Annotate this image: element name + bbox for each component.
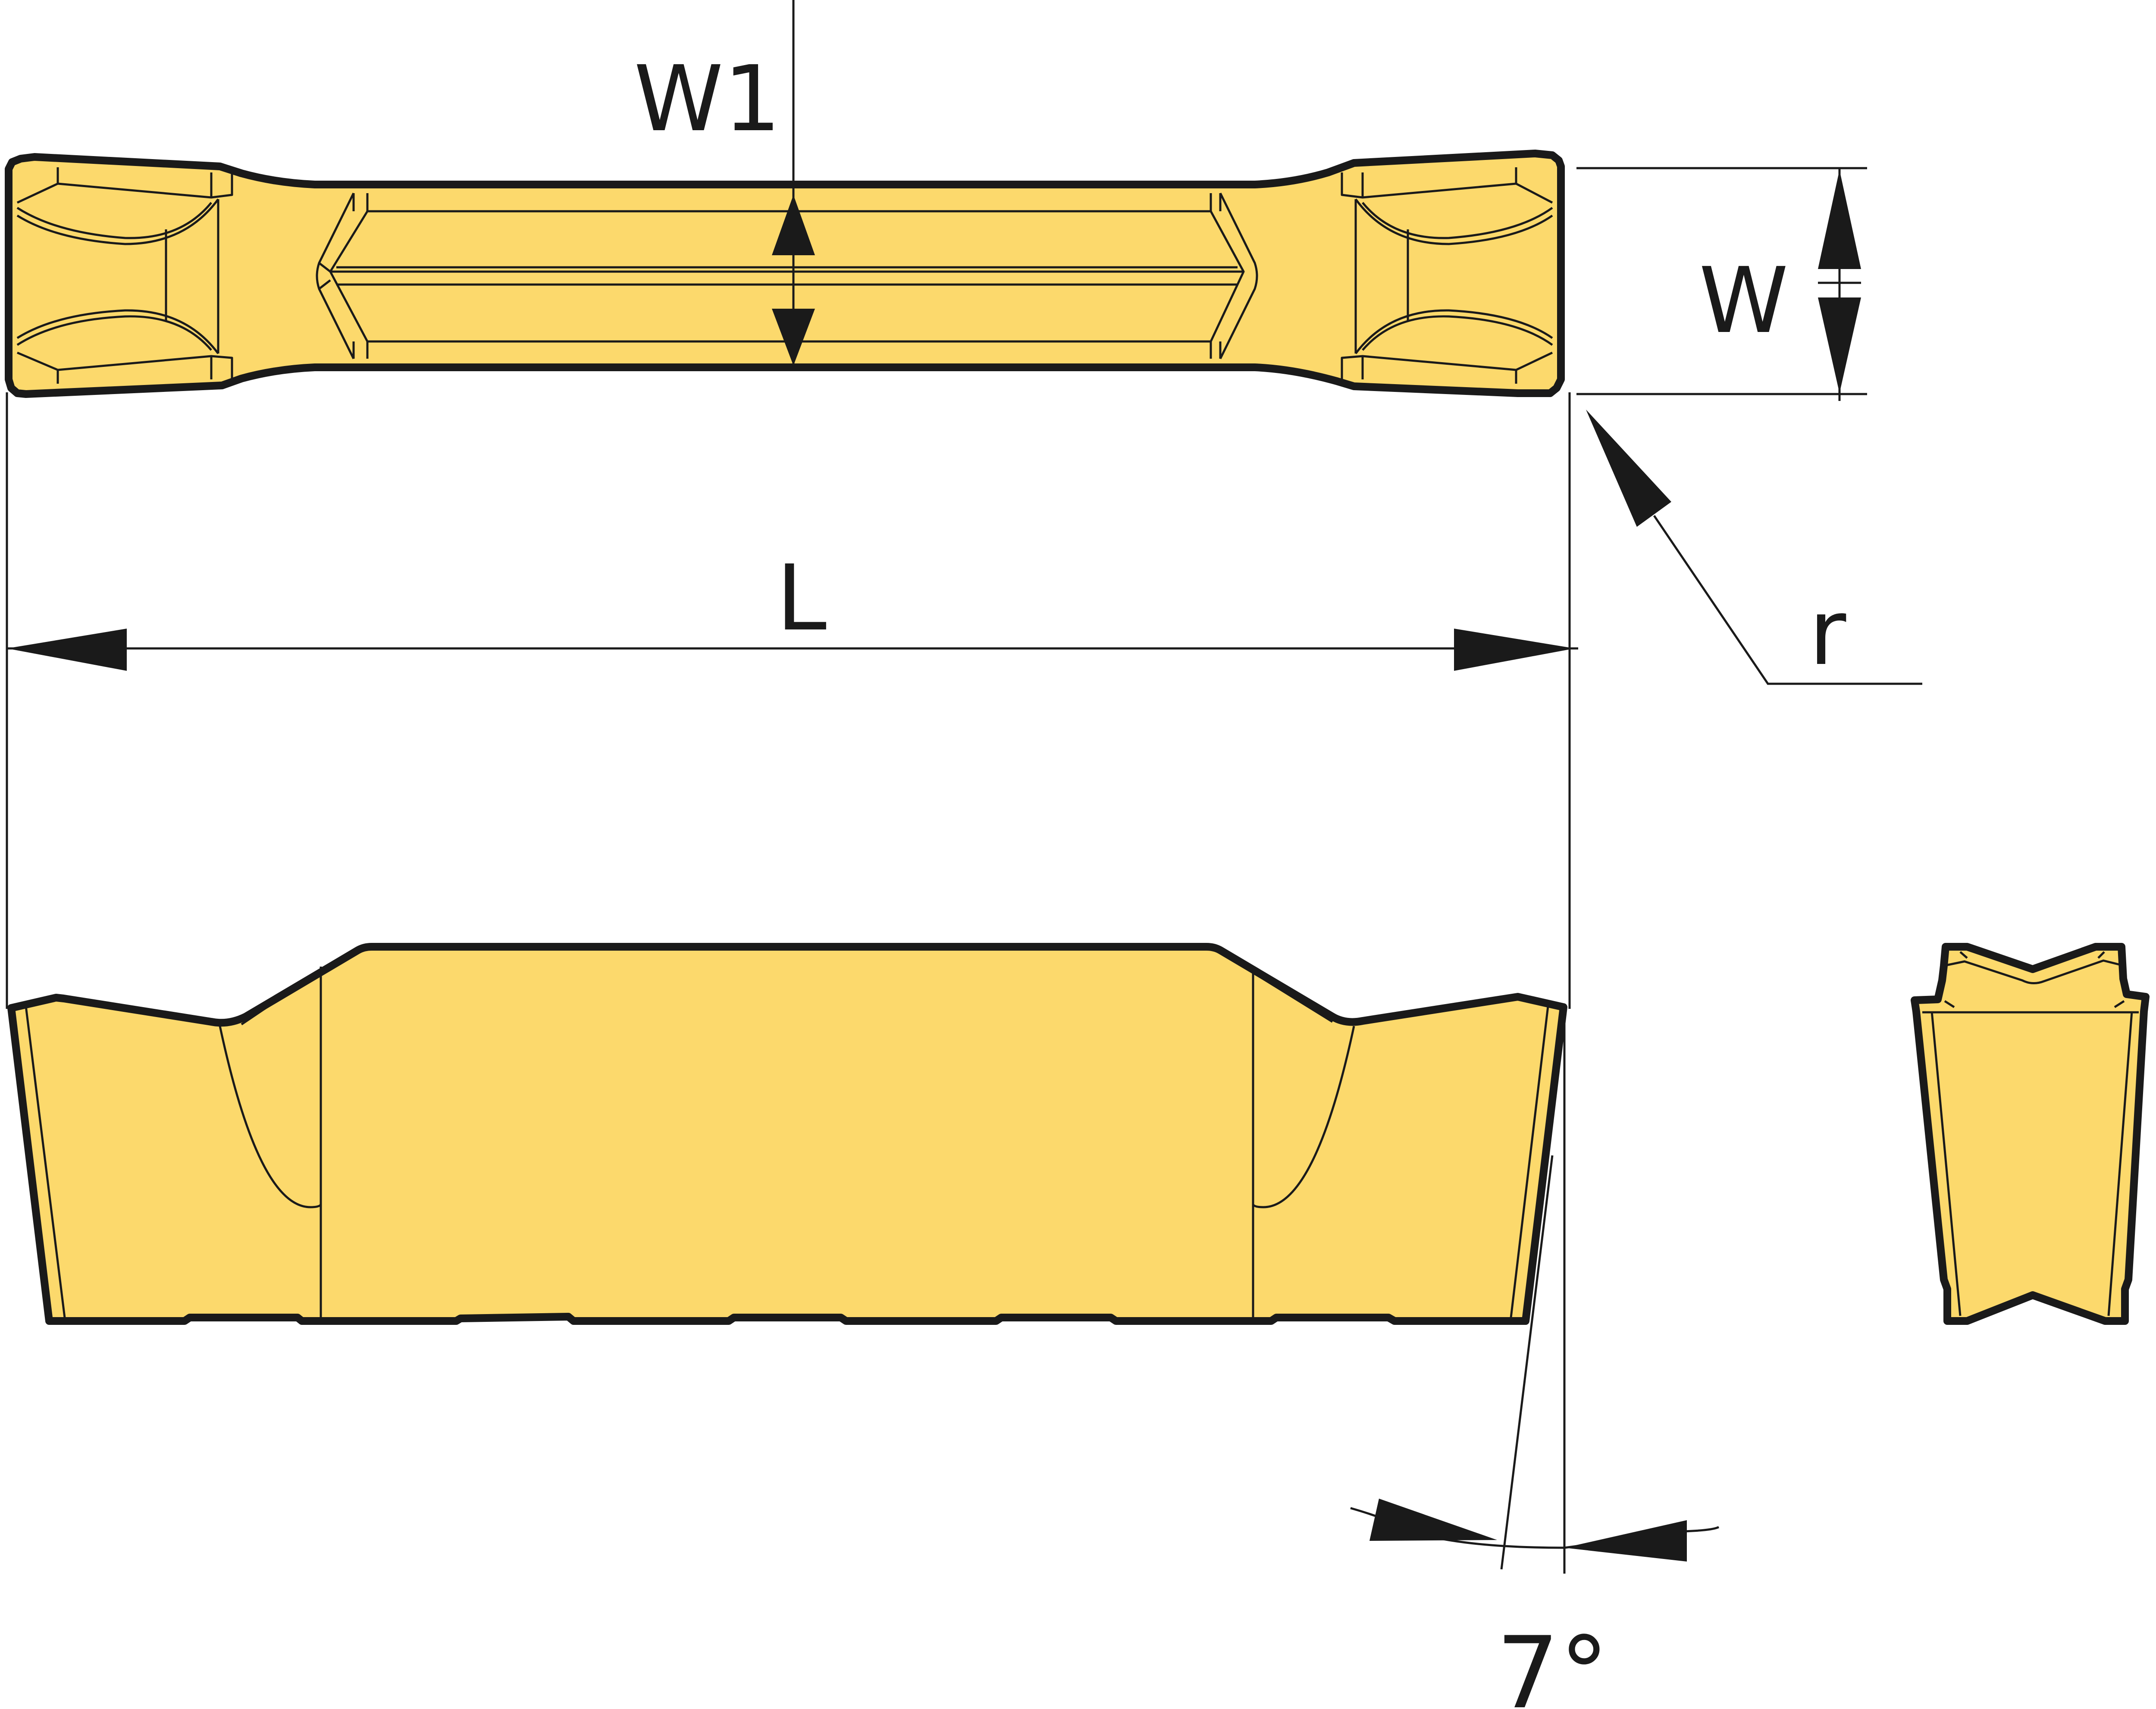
- insert-side-outline: [7, 943, 1567, 1325]
- w1-dimension: W1: [634, 0, 815, 371]
- angle-reference-inclined: [1500, 1155, 1554, 1570]
- w-arrow-up: [1818, 170, 1861, 269]
- insert-top-outline: [5, 150, 1565, 398]
- w1-arrow-up: [772, 195, 815, 255]
- insert-end-view: [1911, 943, 2150, 1325]
- left-pocket-lines: [16, 167, 233, 384]
- r-leader-line: [1653, 515, 1922, 685]
- r-arrow: [1586, 410, 1671, 527]
- insert-top-view: [5, 150, 1565, 398]
- w1-label: W1: [634, 46, 781, 152]
- w1-arrow-down: [772, 309, 815, 366]
- w-arrow-down: [1818, 297, 1861, 393]
- insert-side-view: [7, 943, 1567, 1325]
- angle-arrow-left: [1369, 1499, 1497, 1541]
- angle-dimension: 7°: [1350, 1009, 1720, 1709]
- length-label: L: [776, 545, 827, 651]
- insert-end-outline: [1911, 943, 2150, 1325]
- right-pocket-lines: [1341, 167, 1553, 384]
- w-label: W: [1699, 248, 1789, 354]
- r-label: r: [1809, 580, 1846, 685]
- length-arrow-right: [1454, 629, 1575, 671]
- length-dimension: L: [6, 392, 1578, 1009]
- end-view-face-lines: [1922, 951, 2139, 1316]
- w-dimension: W: [1576, 167, 1867, 401]
- angle-arrow-right: [1564, 1520, 1687, 1562]
- side-view-face-lines: [25, 967, 1549, 1320]
- angle-label: 7°: [1496, 1616, 1609, 1709]
- r-dimension: r: [1586, 410, 1922, 685]
- length-arrow-left: [7, 629, 127, 671]
